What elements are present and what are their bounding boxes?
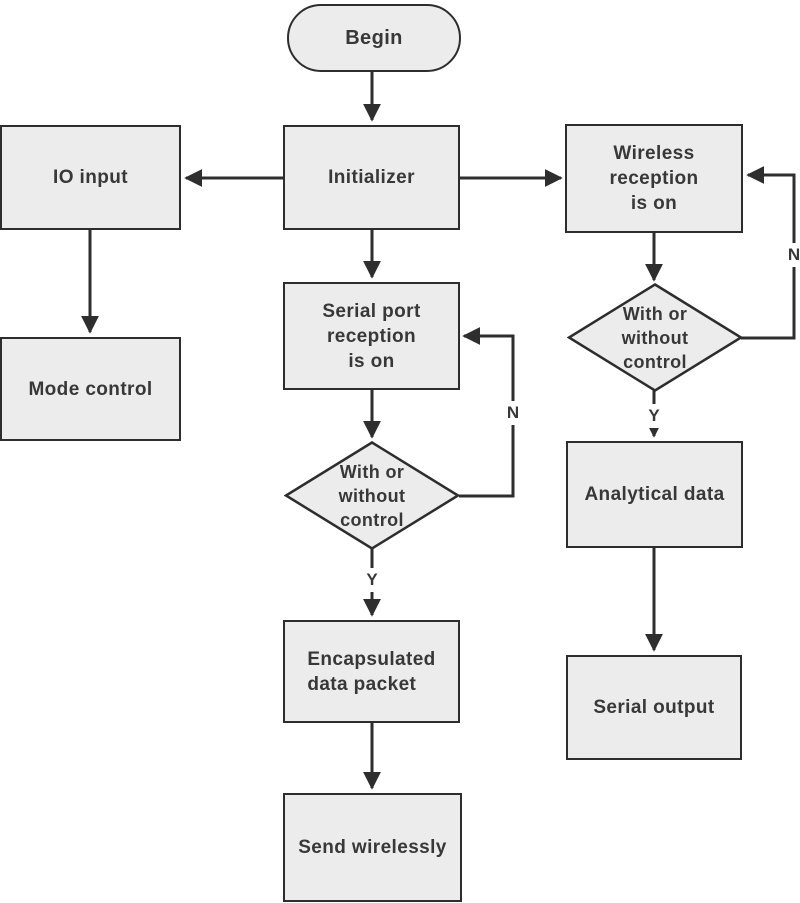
node-io-input: IO input [0,125,181,230]
edge-label-yes-wireless: Y [644,404,664,428]
node-decision-wireless-control: With or without control [567,283,743,392]
diamond-shape [284,441,460,550]
node-decision-serial-control: With or without control [284,441,460,550]
node-analytical-data-label: Analytical data [584,484,725,505]
diamond-shape [567,283,743,392]
node-decision-wireless-control-label: With or without control [621,303,689,372]
node-encapsulated-data-packet-label: Encapsulated data packet [307,648,436,695]
node-serial-port-reception: Serial port reception is on [283,282,460,390]
node-serial-output-label: Serial output [593,697,715,718]
node-initializer-label: Initializer [328,167,415,188]
node-wireless-reception: Wireless reception is on [565,124,743,233]
node-wireless-reception-label: Wireless reception is on [609,143,699,214]
edge-label-yes-serial: Y [362,568,382,592]
node-serial-output: Serial output [566,655,742,760]
node-begin: Begin [287,4,461,72]
edge-label-no-serial: N [503,401,523,425]
node-io-input-label: IO input [53,167,128,188]
node-mode-control: Mode control [0,337,181,441]
node-send-wirelessly-label: Send wirelessly [298,837,447,858]
node-begin-label: Begin [345,26,403,49]
node-send-wirelessly: Send wirelessly [283,793,462,902]
node-initializer: Initializer [283,125,460,230]
node-encapsulated-data-packet: Encapsulated data packet [283,620,460,723]
node-decision-serial-control-label: With or without control [338,461,406,530]
node-serial-port-reception-label: Serial port reception is on [322,300,421,372]
edge-label-no-wireless: N [784,243,800,267]
node-analytical-data: Analytical data [566,441,743,548]
node-mode-control-label: Mode control [28,378,153,400]
